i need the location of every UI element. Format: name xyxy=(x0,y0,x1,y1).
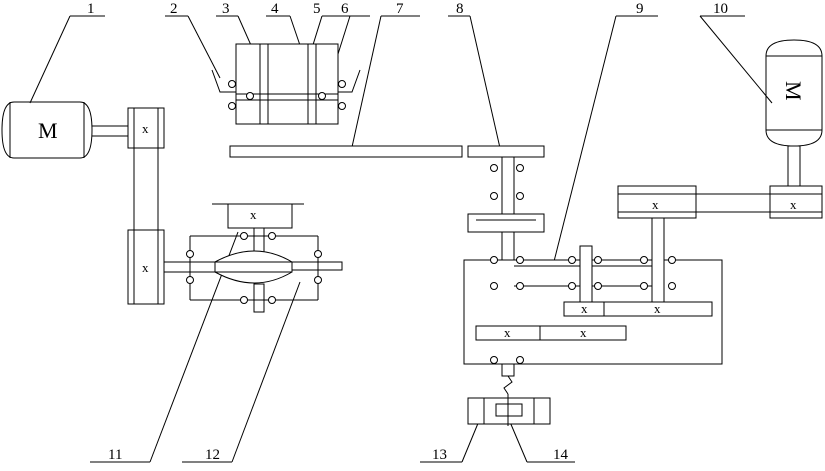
pulley-mark-upper-left: x xyxy=(142,121,149,136)
pulley-mark-gearbox-far: x xyxy=(654,301,661,316)
callout-1: 1 xyxy=(87,1,95,17)
pulley-mark-gearbox-left: x xyxy=(504,325,511,340)
callout-10: 10 xyxy=(713,1,728,17)
callout-2: 2 xyxy=(170,1,178,17)
left-motor-label: M xyxy=(38,118,58,143)
right-belt-drive: x x xyxy=(617,185,823,219)
right-motor: M xyxy=(765,39,823,187)
pulley-mark-right-motor: x xyxy=(790,197,797,212)
differential-unit: x xyxy=(186,203,343,313)
right-motor-label: M xyxy=(781,81,806,101)
pulley-mark-differential: x xyxy=(250,207,257,222)
guide-bar xyxy=(229,145,463,158)
callout-12: 12 xyxy=(205,447,220,463)
callout-11: 11 xyxy=(108,447,122,463)
left-belt-drive: x x xyxy=(127,107,215,305)
callout-14: 14 xyxy=(553,447,569,463)
roller-assembly xyxy=(211,43,361,125)
pulley-mark-right-left: x xyxy=(652,197,659,212)
callout-8: 8 xyxy=(456,1,464,17)
callout-5: 5 xyxy=(313,1,321,17)
callout-numbers: 1 2 3 4 5 6 7 8 9 10 11 12 13 14 xyxy=(87,1,728,463)
pulley-mark-gearbox-right: x xyxy=(580,325,587,340)
callout-9: 9 xyxy=(636,1,644,17)
central-gearbox: x x x x xyxy=(463,145,723,395)
callout-13: 13 xyxy=(432,447,447,463)
callout-6: 6 xyxy=(341,1,349,17)
callout-3: 3 xyxy=(222,1,230,17)
output-unit xyxy=(467,394,551,426)
callout-4: 4 xyxy=(271,1,279,17)
left-motor: M xyxy=(1,101,128,159)
callout-7: 7 xyxy=(396,1,404,17)
pulley-mark-lower-left: x xyxy=(142,260,149,275)
pulley-mark-gearbox-mid: x xyxy=(581,301,588,316)
